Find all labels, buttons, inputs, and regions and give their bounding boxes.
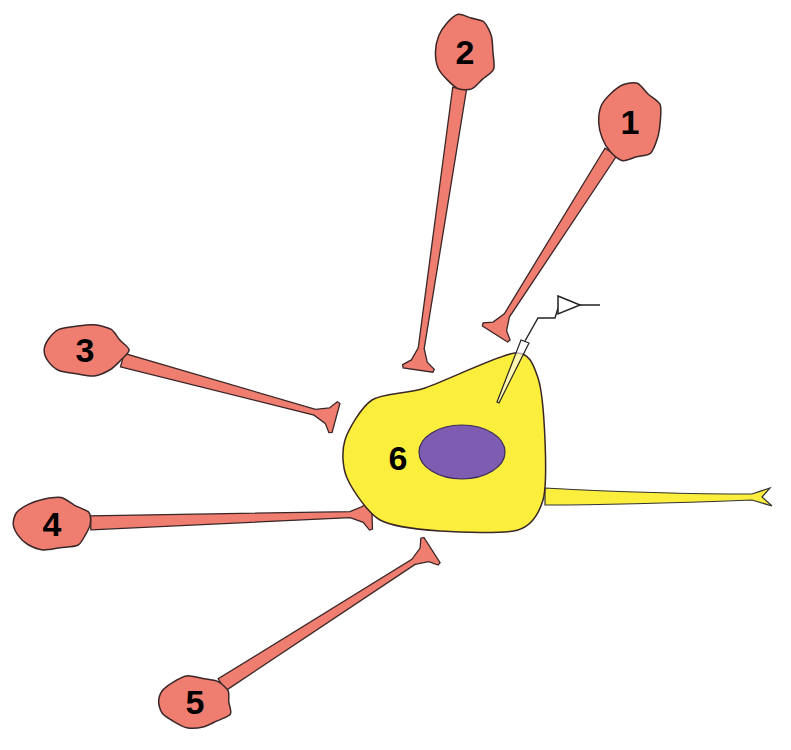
axon [121,353,340,432]
callout-number: 4 [43,507,62,541]
amplifier-symbol [558,296,580,314]
presynaptic-neuron: 1 [595,80,665,164]
node-outline [335,350,550,535]
axon [482,148,616,342]
axon [90,498,372,530]
presynaptic-neuron: 4 [9,495,95,553]
axon [403,87,467,372]
wire [525,308,558,341]
soma-body [44,325,129,376]
soma-body [159,676,231,728]
pipette [497,340,529,403]
presynaptic-neuron: 5 [155,673,235,731]
soma-body [599,83,661,161]
callout-number: 6 [389,441,408,475]
callout-number: 3 [76,333,95,367]
wire [580,304,600,306]
presynaptic-neuron: 2 [432,11,498,93]
axon [218,537,440,690]
target-neuron: 6 [335,350,550,535]
soma-body [13,497,90,550]
callout-number: 1 [621,105,640,139]
presynaptic-neuron: 3 [40,321,130,379]
callout-number: 2 [456,35,475,69]
axon-tail [545,488,772,506]
callout-number: 5 [186,685,205,719]
cell-body [343,353,546,533]
nucleus [419,425,505,479]
soma-body [435,14,494,89]
